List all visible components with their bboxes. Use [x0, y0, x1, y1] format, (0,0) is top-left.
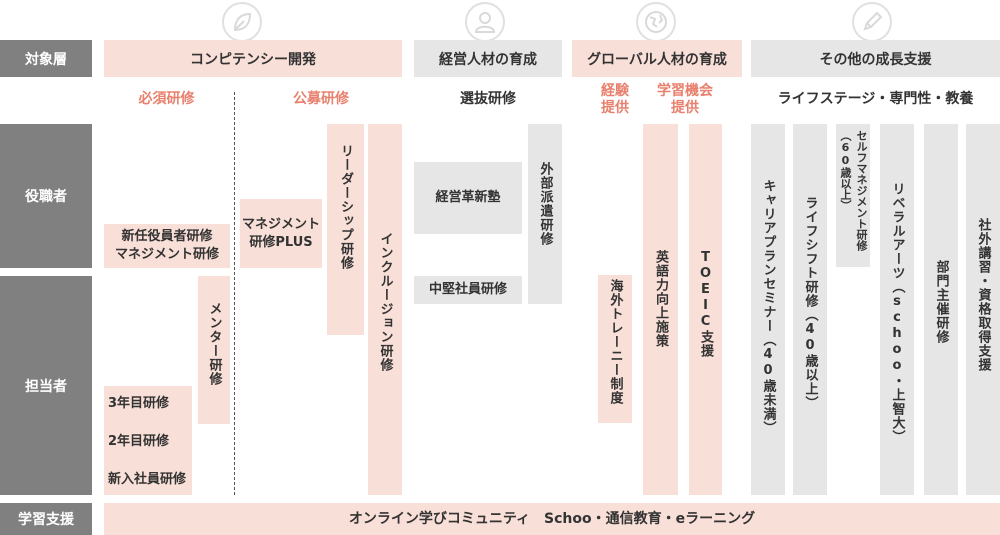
row-label-target: 対象層: [0, 40, 92, 77]
pencil-icon: [852, 2, 892, 42]
category-management: 経営人材の育成: [414, 40, 562, 77]
category-competency: コンピテンシー開発: [104, 40, 402, 77]
program-toeic: TOEIC支援: [689, 124, 722, 495]
program-lifeshift: ライフシフト研修（40歳以上）: [793, 124, 827, 495]
program-stack-new-staff: 3年目研修 2年目研修 新入社員研修: [104, 386, 192, 495]
subheader-life: ライフステージ・専門性・教養: [777, 90, 974, 107]
row-label-learning: 学習支援: [0, 503, 92, 535]
subheader-experience: 経験 提供: [601, 83, 629, 116]
globe-icon: [636, 2, 676, 42]
program-inclusion: インクルージョン研修: [368, 124, 402, 495]
program-external: 社外講習・資格取得支援: [966, 124, 1000, 495]
subheader-required: 必須研修: [138, 90, 195, 107]
program-mentor: メンター研修: [198, 276, 230, 424]
leaf-icon: [222, 2, 262, 42]
program-liberal: リベラルアーツ（schoo・上智大）: [880, 124, 914, 495]
program-overseas: 海外トレーニー制度: [598, 275, 632, 423]
program-dispatch: 外部派遣研修: [528, 124, 562, 304]
program-english: 英語力向上施策: [643, 124, 678, 495]
row-label-staff: 担当者: [0, 276, 92, 495]
program-career: キャリアプランセミナー（40歳未満）: [751, 124, 785, 495]
program-year2: 2年目研修: [108, 434, 170, 449]
program-midlevel: 中堅社員研修: [414, 276, 522, 304]
program-new-exec: 新任役員者研修 マネジメント研修: [104, 224, 230, 268]
subheader-learning-opportunity: 学習機会 提供: [657, 83, 713, 116]
row-label-managers: 役職者: [0, 124, 92, 268]
program-dept: 部門主催研修: [924, 124, 958, 495]
program-mgmt-plus: マネジメント 研修PLUS: [240, 199, 322, 268]
subheader-open: 公募研修: [293, 90, 349, 107]
program-new-hire: 新入社員研修: [108, 472, 187, 487]
program-innovation: 経営革新塾: [414, 162, 522, 234]
learning-support-bar: オンライン学びコミュニティ Schoo・通信教育・eラーニング: [104, 503, 1000, 535]
program-selfmgmt: セルフマネジメント研修（60歳以上）: [836, 124, 870, 267]
program-year3: 3年目研修: [108, 396, 170, 411]
subheader-selection: 選抜研修: [460, 90, 516, 107]
person-icon: [465, 2, 505, 42]
program-leadership: リーダーシップ研修: [327, 124, 364, 335]
divider-dashed: [234, 92, 235, 495]
category-other: その他の成長支援: [751, 40, 1000, 77]
category-global: グローバル人材の育成: [572, 40, 742, 77]
